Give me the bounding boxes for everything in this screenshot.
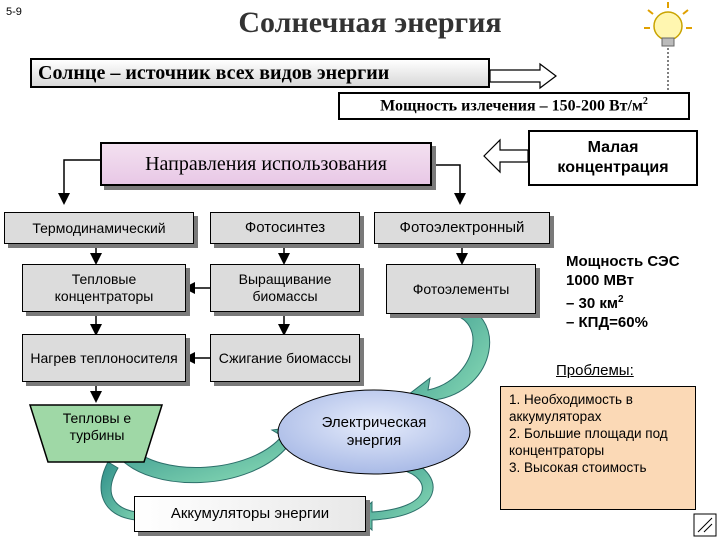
col2-item1: Выращивание биомассы [210, 264, 360, 312]
problems-box: 1. Необходимость в аккумуляторах 2. Боль… [500, 386, 696, 510]
low-concentration-text: Малая концентрация [557, 139, 669, 176]
green-arrow-electric-to-accum [355, 459, 434, 532]
col1-item1: Тепловые концентраторы [22, 264, 186, 312]
col1-item3: Тепловы е турбины [62, 410, 132, 443]
slide-number: 5-9 [6, 6, 22, 18]
problem-3: 3. Высокая стоимость [509, 460, 647, 475]
branch-left [58, 159, 100, 205]
ses-line1: Мощность СЭС [566, 253, 680, 270]
directions-box: Направления использования [100, 142, 432, 186]
page-title: Солнечная энергия [238, 6, 502, 39]
hollow-arrow-right [489, 62, 557, 90]
col1-header: Термодинамический [4, 212, 194, 244]
electric-energy-text: Электрическая энергия [321, 414, 427, 449]
turbines-trapezoid [28, 404, 164, 463]
power-line-sup: 2 [642, 96, 648, 108]
corner-mark-icon [693, 513, 717, 537]
lightbulb-icon [644, 2, 692, 47]
ses-line3: – 30 км2 [566, 290, 716, 313]
col2-item2: Сжигание биомассы [210, 334, 360, 382]
hollow-arrow-left [483, 138, 529, 174]
problems-title: Проблемы: [556, 362, 634, 379]
subtitle-box: Солнце – источник всех видов энергии [30, 58, 490, 88]
directions-text: Направления использования [145, 152, 387, 175]
problem-1: 1. Необходимость в аккумуляторах [509, 392, 633, 424]
col3-header: Фотоэлектронный [374, 212, 550, 244]
branch-right [432, 164, 466, 205]
power-line-box: Мощность излечения – 150-200 Вт/м2 [338, 92, 690, 120]
ses-block: Мощность СЭС 1000 МВт – 30 км2 – КПД=60% [566, 252, 716, 332]
problem-2: 2. Большие площади под концентраторы [509, 426, 668, 458]
ses-line4: – КПД=60% [566, 314, 648, 331]
ses-line3-sup: 2 [617, 294, 624, 305]
power-line-label: Мощность излечения – 150-200 Вт/м [380, 97, 643, 115]
ses-line3-text: – 30 км [566, 295, 618, 312]
subtitle-text: Солнце – источник всех видов энергии [38, 61, 390, 84]
col2-header: Фотосинтез [210, 212, 360, 244]
col3-item1: Фотоэлементы [386, 264, 536, 314]
power-line-text: Мощность излечения – 150-200 Вт/м2 [380, 96, 648, 115]
ses-line2: 1000 МВт [566, 272, 635, 289]
low-concentration-box: Малая концентрация [528, 130, 698, 186]
electric-energy-ellipse [277, 389, 471, 475]
col1-item2: Нагрев теплоносителя [22, 334, 186, 382]
accumulators-box: Аккумуляторы энергии [134, 496, 366, 532]
